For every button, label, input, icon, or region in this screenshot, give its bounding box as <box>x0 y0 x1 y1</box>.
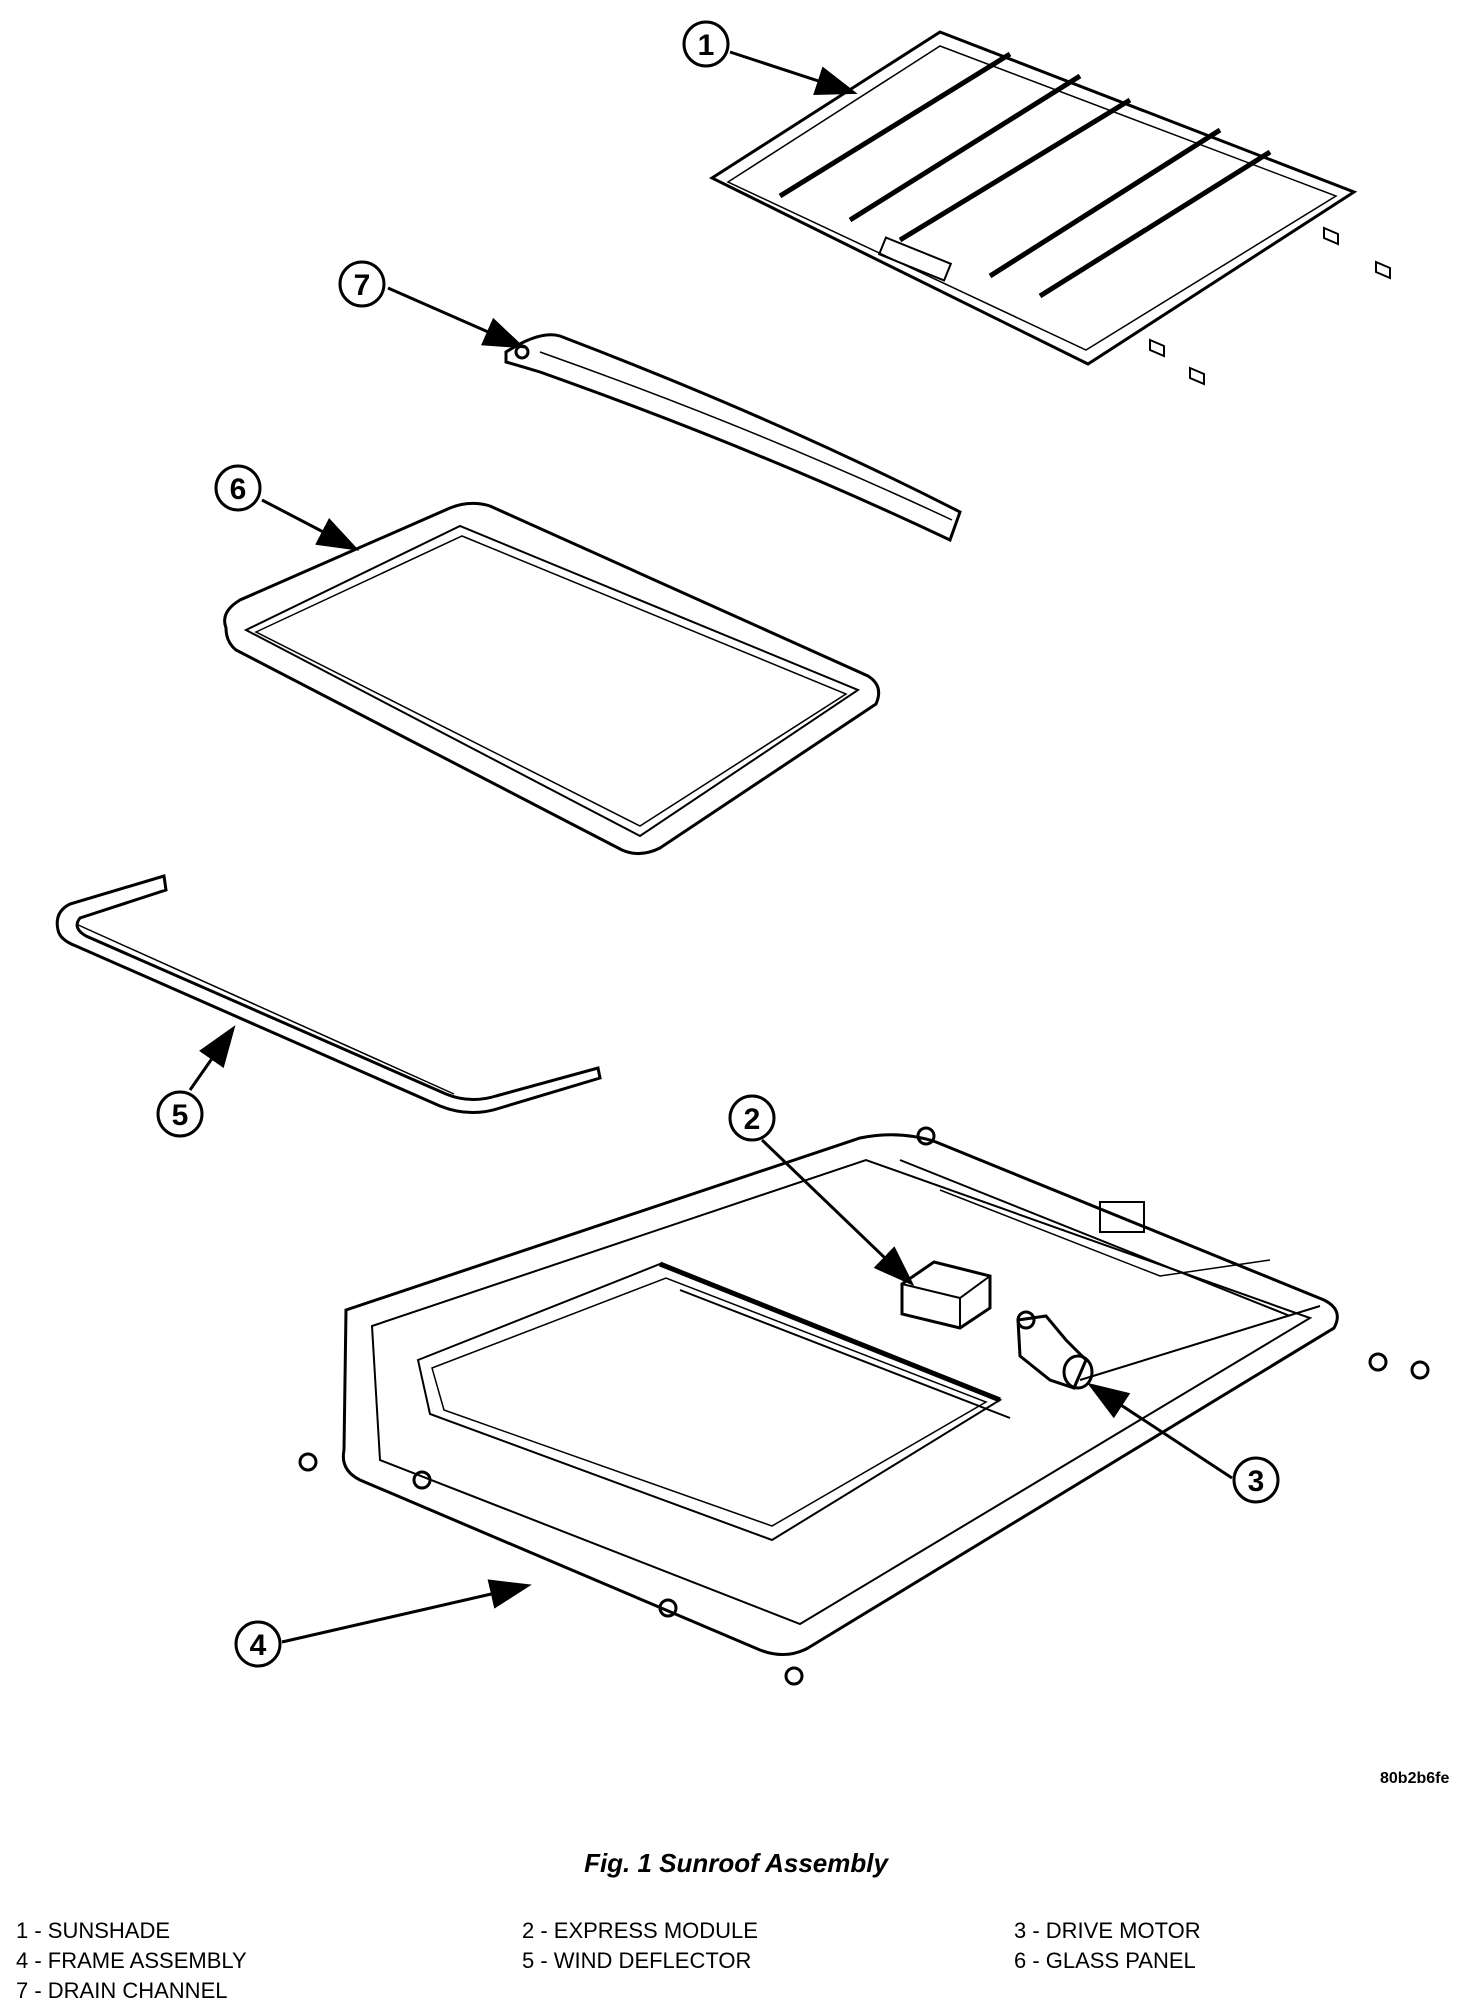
svg-text:5: 5 <box>172 1099 189 1132</box>
callout-1: 1 <box>682 20 730 68</box>
legend-item: 3 - DRIVE MOTOR <box>1014 1918 1201 1943</box>
figure-code: 80b2b6fe <box>1380 1770 1450 1787</box>
legend-column-3: 3 - DRIVE MOTOR 6 - GLASS PANEL <box>1014 1916 1201 1976</box>
express-module-part <box>900 1260 992 1330</box>
wind-deflector-part <box>55 874 602 1114</box>
callouts: 1 7 6 5 2 3 4 <box>156 20 1280 1668</box>
legend-item: 1 - SUNSHADE <box>16 1918 171 1943</box>
callout-2: 2 <box>728 1094 776 1142</box>
callout-5: 5 <box>156 1090 204 1138</box>
glass-panel-part <box>223 501 881 855</box>
leader-arrow-4 <box>281 1579 532 1644</box>
drain-channel-part <box>504 333 962 543</box>
callout-7: 7 <box>338 260 386 308</box>
sunshade-part <box>708 30 1391 386</box>
leader-arrow-3 <box>1086 1382 1233 1480</box>
legend-item: 7 - DRAIN CHANNEL <box>16 1978 228 2003</box>
svg-text:7: 7 <box>354 269 371 302</box>
svg-text:4: 4 <box>250 1629 267 1662</box>
svg-text:6: 6 <box>230 473 247 506</box>
leader-arrows <box>188 50 1233 1644</box>
legend-item: 6 - GLASS PANEL <box>1014 1948 1196 1973</box>
legend-column-1: 1 - SUNSHADE 4 - FRAME ASSEMBLY 7 - DRAI… <box>16 1916 247 2006</box>
figure-caption: Fig. 1 Sunroof Assembly <box>584 1848 888 1878</box>
callout-4: 4 <box>234 1620 282 1668</box>
legend-column-2: 2 - EXPRESS MODULE 5 - WIND DEFLECTOR <box>522 1916 758 1976</box>
legend-item: 5 - WIND DEFLECTOR <box>522 1948 752 1973</box>
sunroof-exploded-diagram: 1 7 6 5 2 3 4 <box>55 20 1430 1686</box>
legend-item: 2 - EXPRESS MODULE <box>522 1918 758 1943</box>
legend-item: 4 - FRAME ASSEMBLY <box>16 1948 247 1973</box>
drive-motor-part <box>1016 1310 1094 1390</box>
leader-arrow-1 <box>729 50 858 96</box>
svg-text:1: 1 <box>698 29 715 62</box>
leader-arrow-6 <box>261 498 360 551</box>
frame-assembly-part <box>298 1126 1430 1686</box>
leader-arrow-5 <box>188 1025 236 1091</box>
callout-6: 6 <box>214 464 262 512</box>
leader-arrow-2 <box>760 1138 915 1287</box>
leader-arrow-7 <box>387 286 526 349</box>
callout-3: 3 <box>1232 1456 1280 1504</box>
svg-text:3: 3 <box>1248 1465 1265 1498</box>
svg-text:2: 2 <box>744 1103 761 1136</box>
